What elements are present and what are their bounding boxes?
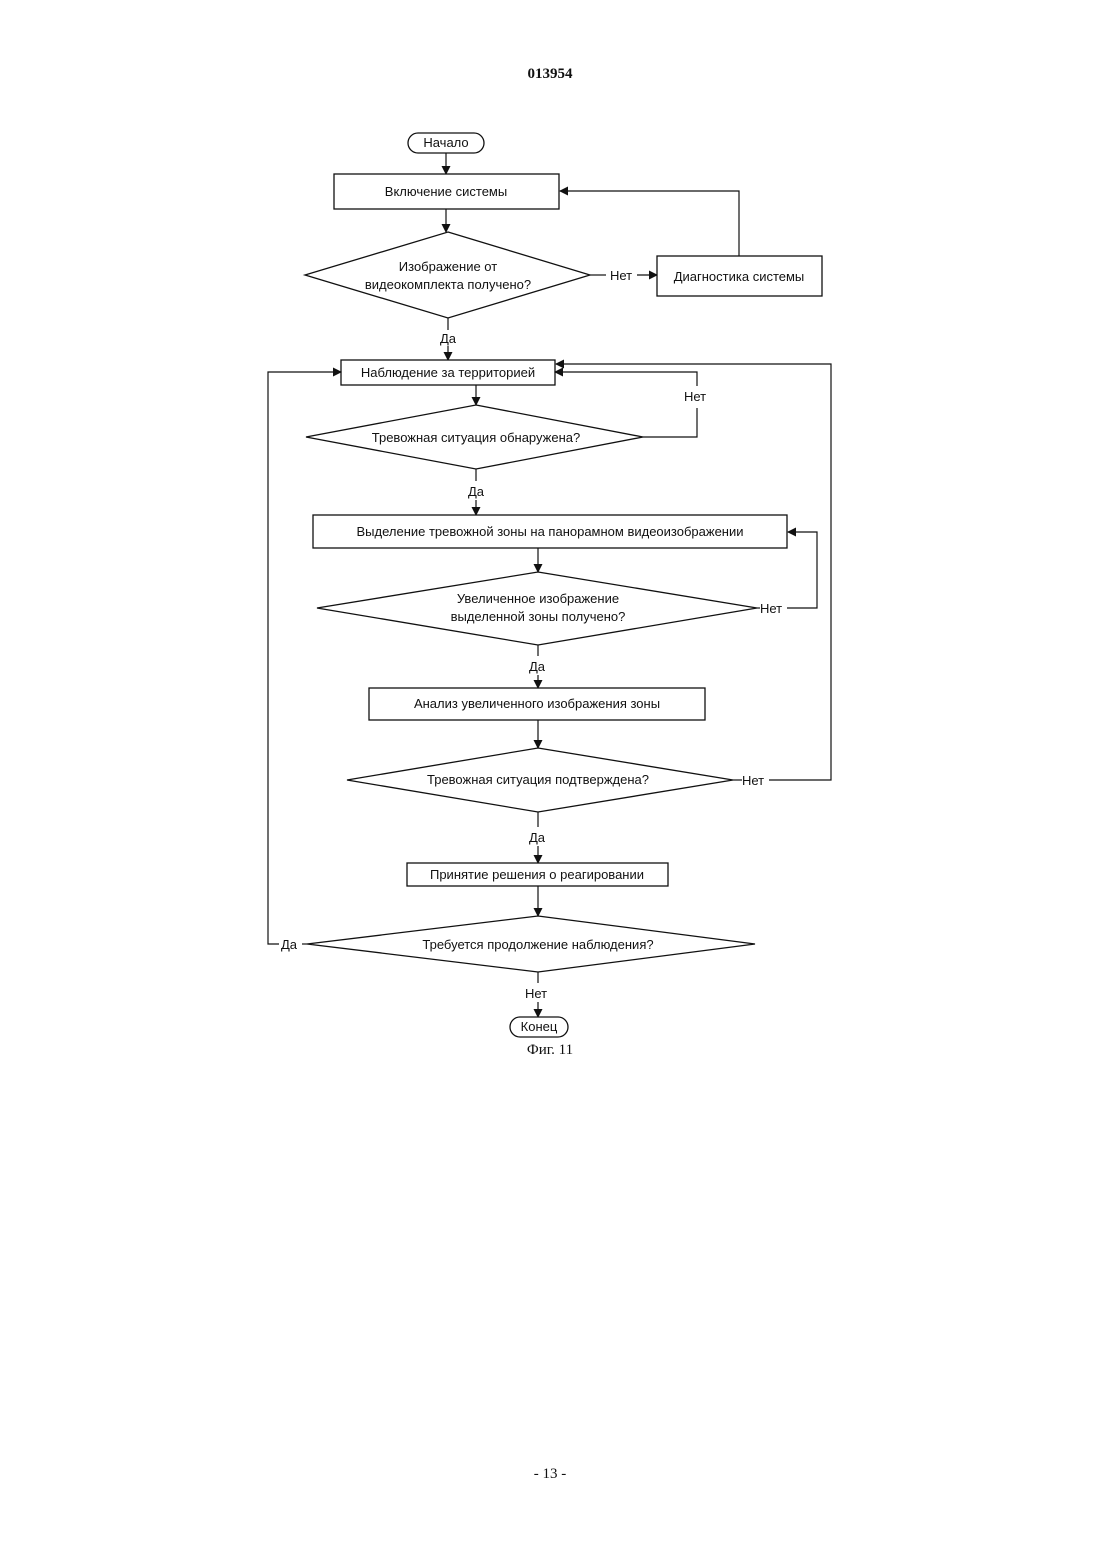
image-received-label-2: видеокомплекта получено? xyxy=(365,277,531,292)
yes-label-zoom: Да xyxy=(529,659,546,674)
zoom-received-label-1: Увеличенное изображение xyxy=(457,591,619,606)
yes-label-confirmed: Да xyxy=(529,830,546,845)
monitoring-label: Наблюдение за территорией xyxy=(361,365,535,380)
power-on-label: Включение системы xyxy=(385,184,507,199)
continue-label: Требуется продолжение наблюдения? xyxy=(422,937,653,952)
yes-label-alarm: Да xyxy=(468,484,485,499)
yes-label-image: Да xyxy=(440,331,457,346)
yes-label-continue: Да xyxy=(281,937,298,952)
page-number: - 13 - xyxy=(0,1466,1100,1483)
image-received-decision xyxy=(305,232,590,318)
zoom-received-label-2: выделенной зоны получено? xyxy=(451,609,626,624)
no-label-continue: Нет xyxy=(525,986,547,1001)
alarm-confirmed-label: Тревожная ситуация подтверждена? xyxy=(427,772,649,787)
no-label-alarm: Нет xyxy=(684,389,706,404)
end-label: Конец xyxy=(521,1019,558,1034)
no-label-confirmed: Нет xyxy=(742,773,764,788)
analyze-label: Анализ увеличенного изображения зоны xyxy=(414,696,660,711)
select-zone-label: Выделение тревожной зоны на панорамном в… xyxy=(356,524,743,539)
image-received-label-1: Изображение от xyxy=(399,259,497,274)
alarm-detected-label: Тревожная ситуация обнаружена? xyxy=(372,430,580,445)
start-label: Начало xyxy=(423,135,468,150)
no-label-image: Нет xyxy=(610,268,632,283)
no-label-zoom: Нет xyxy=(760,601,782,616)
decision-label: Принятие решения о реагировании xyxy=(430,867,644,882)
figure-caption: Фиг. 11 xyxy=(0,1042,1100,1059)
diagnostics-label: Диагностика системы xyxy=(674,269,805,284)
